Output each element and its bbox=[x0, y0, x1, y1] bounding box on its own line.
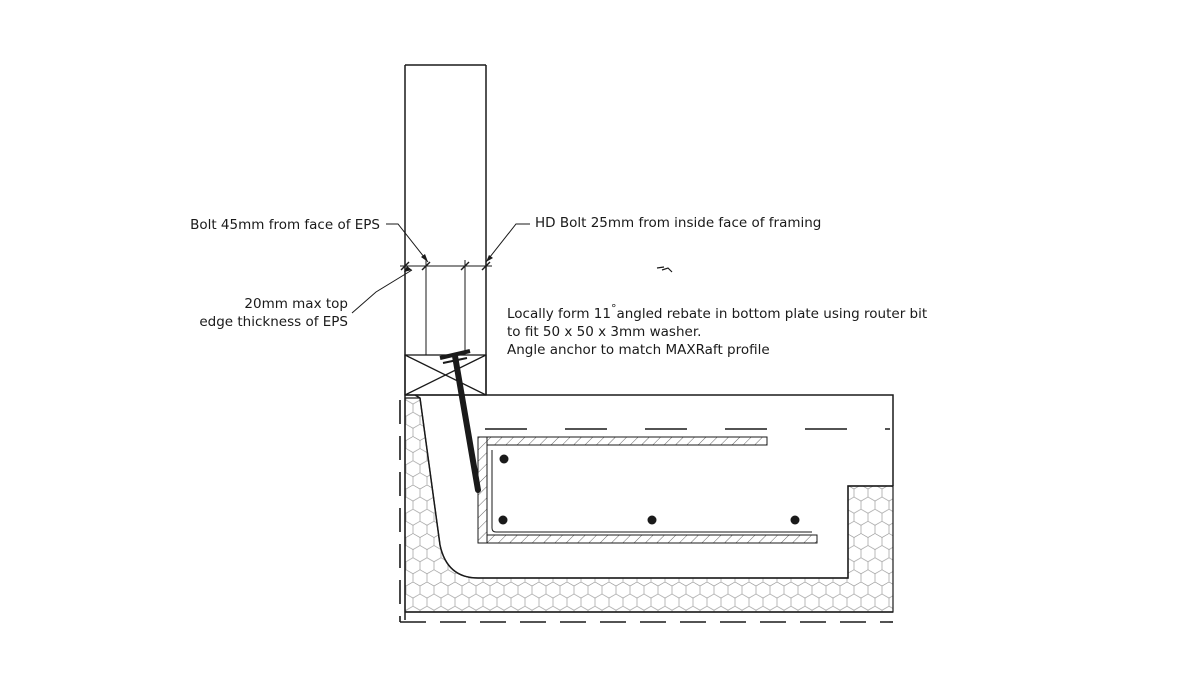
label-bolt-eps: Bolt 45mm from face of EPS bbox=[190, 217, 380, 233]
label-hd-bolt: HD Bolt 25mm from inside face of framing bbox=[535, 215, 821, 231]
label-rebate-3: Angle anchor to match MAXRaft profile bbox=[507, 342, 770, 358]
label-rebate-1: Locally form 11°angled rebate in bottom … bbox=[507, 302, 927, 322]
bottom-plate bbox=[404, 354, 487, 396]
rebate-suffix: angled rebate in bottom plate using rout… bbox=[616, 306, 927, 322]
wall-stud bbox=[404, 64, 487, 395]
rebate-prefix: Locally form 11 bbox=[507, 306, 611, 322]
label-rebate-2: to fit 50 x 50 x 3mm washer. bbox=[507, 324, 701, 340]
rebate-degree: ° bbox=[611, 302, 617, 315]
rebar-dots bbox=[498, 454, 800, 525]
label-max-top-1: 20mm max top bbox=[244, 296, 348, 312]
ligature-inner bbox=[491, 450, 812, 533]
leader-lines bbox=[351, 223, 530, 314]
dpm-dashed-line bbox=[399, 394, 893, 623]
leader-arrows bbox=[404, 254, 493, 272]
label-max-top-2: edge thickness of EPS bbox=[199, 314, 348, 330]
concrete-slab bbox=[404, 394, 894, 620]
stray-marks bbox=[656, 266, 673, 273]
hd-bolt bbox=[439, 349, 481, 493]
dimension-lines bbox=[400, 260, 492, 355]
reinforcement-bars bbox=[477, 436, 818, 544]
